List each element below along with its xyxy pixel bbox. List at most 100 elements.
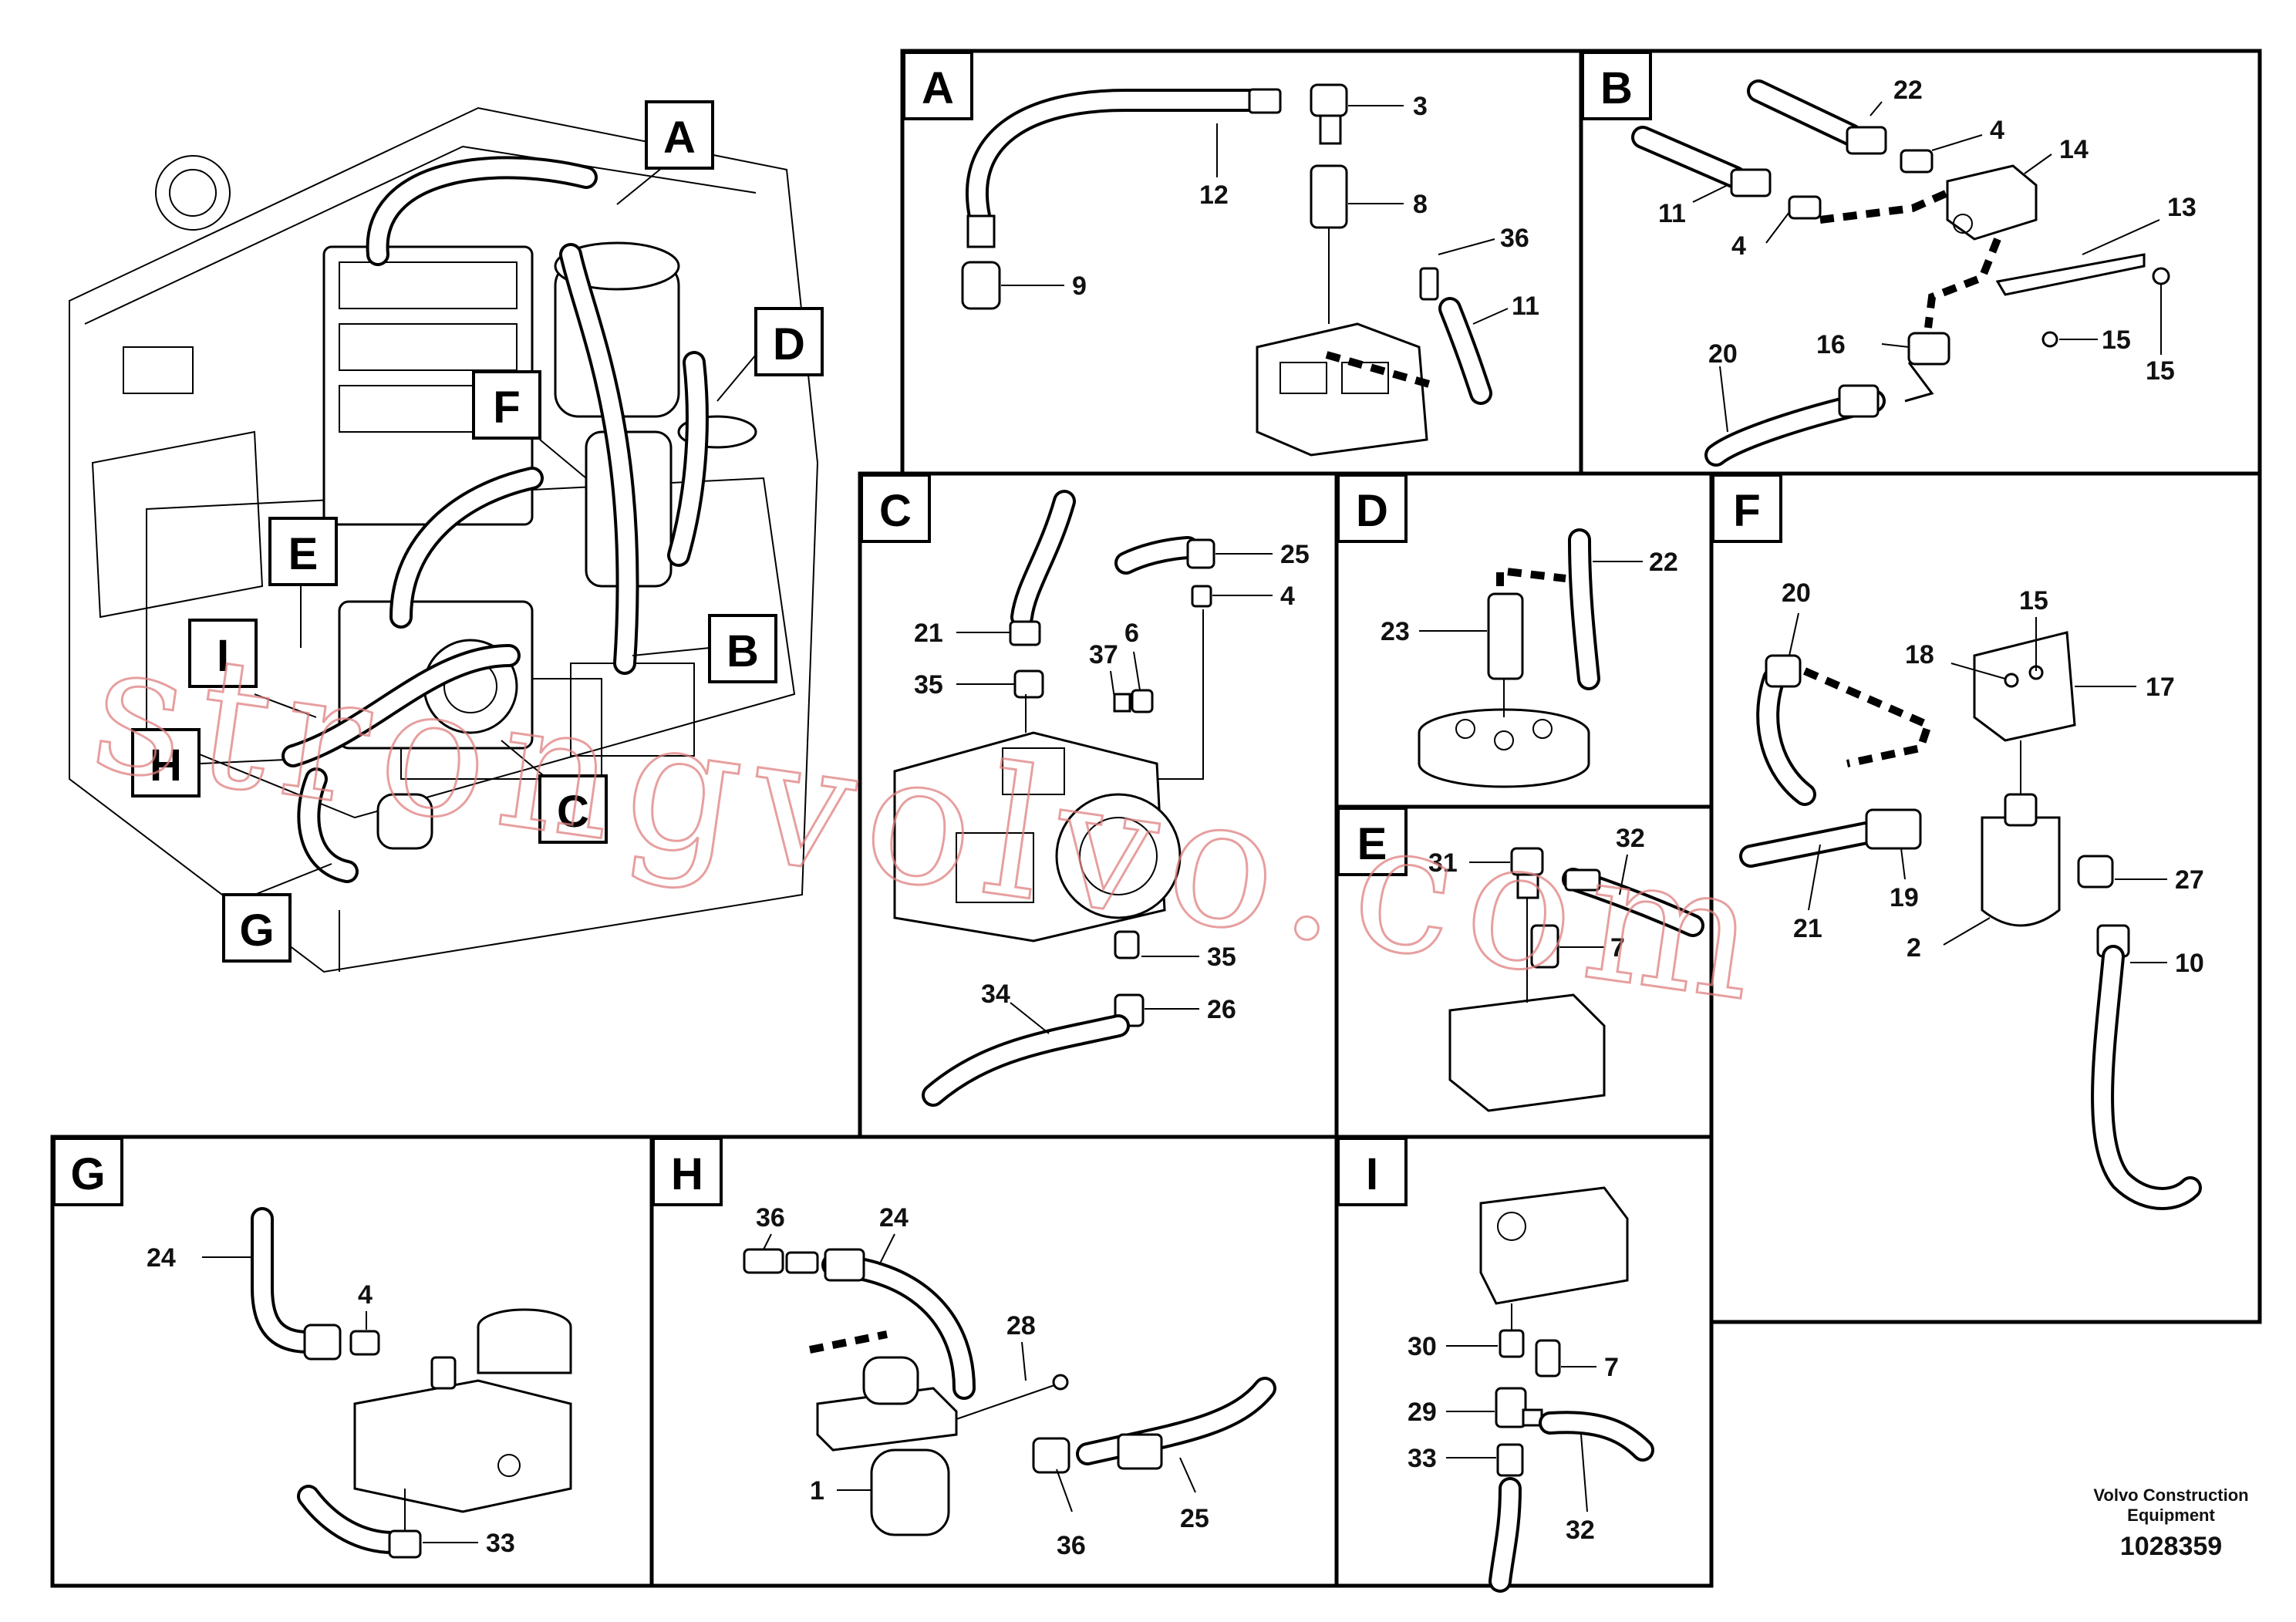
panel-d-drawing: 22 23 [1381, 528, 1678, 788]
panel-label-a: A [922, 63, 954, 113]
part-i-33: 33 [1408, 1444, 1437, 1473]
callout-box-i [188, 619, 258, 688]
part-f-10: 10 [2175, 949, 2204, 978]
panel-a-drawing: 3 8 36 11 12 9 [961, 83, 1539, 457]
part-c-34: 34 [981, 980, 1010, 1009]
part-e-32: 32 [1616, 824, 1645, 853]
part-g-4: 4 [358, 1280, 373, 1310]
part-b-4-top: 4 [1990, 116, 2004, 145]
part-a-3: 3 [1413, 92, 1428, 121]
panel-g-drawing: 24 4 33 [147, 1207, 572, 1559]
part-g-24: 24 [147, 1243, 176, 1273]
panel-label-d: D [1356, 486, 1388, 536]
part-f-18: 18 [1905, 640, 1934, 669]
part-f-19: 19 [1890, 883, 1919, 912]
callout-a: A [663, 113, 696, 163]
part-a-12: 12 [1199, 180, 1229, 210]
panel-b-drawing: 22 4 14 11 4 13 16 15 15 20 [1631, 76, 2197, 467]
part-b-15-b: 15 [2146, 356, 2175, 386]
callout-box-c [538, 774, 608, 844]
part-b-16: 16 [1816, 330, 1846, 359]
part-i-30: 30 [1408, 1332, 1437, 1361]
part-i-32: 32 [1566, 1516, 1595, 1545]
panel-h-frame [649, 1135, 1339, 1588]
part-h-28: 28 [1006, 1311, 1036, 1340]
part-h-1: 1 [810, 1476, 824, 1506]
part-h-24: 24 [879, 1203, 909, 1233]
part-f-15: 15 [2019, 586, 2048, 615]
part-c-25: 25 [1280, 540, 1310, 569]
part-h-36-top: 36 [756, 1203, 785, 1233]
panel-f-frame [1709, 471, 2262, 1324]
panel-label-c: C [879, 486, 912, 536]
panel-label-i: I [1366, 1149, 1378, 1199]
callout-d: D [773, 319, 805, 369]
callout-h: H [150, 740, 182, 791]
part-e-7: 7 [1610, 933, 1625, 963]
callout-box-b [708, 614, 777, 683]
panel-label-g: G [70, 1149, 105, 1199]
callout-box-g [222, 893, 292, 963]
panel-label-b: B [1600, 63, 1633, 113]
part-g-33: 33 [486, 1529, 515, 1558]
part-b-4-low: 4 [1731, 231, 1746, 261]
panel-a-frame [900, 49, 1583, 476]
panel-h-drawing: 36 24 28 1 36 25 [743, 1203, 1276, 1560]
part-f-27: 27 [2175, 865, 2204, 895]
part-i-29: 29 [1408, 1398, 1437, 1427]
part-b-14: 14 [2059, 135, 2089, 164]
part-f-20: 20 [1782, 578, 1811, 608]
company-line-1: Volvo Construction [2093, 1485, 2248, 1505]
part-b-11: 11 [1658, 199, 1686, 228]
part-b-13: 13 [2167, 193, 2197, 222]
part-c-6: 6 [1124, 619, 1139, 648]
part-c-21: 21 [914, 619, 943, 648]
panel-label-e: E [1357, 819, 1387, 869]
panel-b-frame [1579, 49, 2262, 476]
document-number: 1028359 [2120, 1532, 2222, 1561]
part-c-35-low: 35 [1207, 943, 1236, 972]
part-a-11: 11 [1512, 292, 1539, 321]
callout-g: G [239, 905, 274, 956]
callout-box-e [268, 517, 338, 586]
part-d-22: 22 [1649, 548, 1678, 577]
panel-label-h: H [671, 1149, 703, 1199]
part-h-25: 25 [1180, 1504, 1209, 1533]
callout-box-a [645, 100, 714, 170]
company-line-2: Equipment [2127, 1506, 2215, 1525]
panel-i-drawing: 30 7 29 33 32 [1408, 1186, 1654, 1593]
part-i-7: 7 [1604, 1353, 1619, 1382]
panel-i-frame [1334, 1135, 1714, 1588]
overview-machine [69, 106, 819, 973]
part-h-36-low: 36 [1057, 1531, 1086, 1560]
callout-box-d [754, 307, 824, 376]
part-b-20: 20 [1708, 339, 1738, 369]
part-f-21: 21 [1793, 914, 1822, 943]
part-b-15-a: 15 [2102, 325, 2131, 355]
part-f-2: 2 [1907, 933, 1921, 963]
callout-e: E [288, 529, 319, 579]
part-a-8: 8 [1413, 190, 1428, 219]
part-f-17: 17 [2146, 673, 2175, 702]
part-e-31: 31 [1428, 848, 1458, 878]
panel-c-drawing: 25 4 21 37 6 35 35 26 34 [893, 490, 1310, 1107]
part-a-9: 9 [1072, 271, 1087, 301]
part-c-26: 26 [1207, 995, 1236, 1024]
part-b-22: 22 [1893, 76, 1923, 105]
overview-callouts: A D F B E I H C G [131, 100, 824, 963]
panel-e-drawing: 31 32 7 [1428, 824, 1704, 1112]
part-c-4: 4 [1280, 582, 1295, 611]
panel-f-drawing: 20 15 18 17 27 19 21 2 10 [1739, 578, 2204, 1210]
part-d-23: 23 [1381, 617, 1410, 646]
callout-f: F [493, 383, 520, 433]
panel-frames [50, 49, 2262, 1588]
panel-label-f: F [1733, 486, 1760, 536]
callout-c: C [557, 787, 589, 837]
part-c-37: 37 [1089, 640, 1118, 669]
callout-i: I [217, 631, 229, 681]
callout-b: B [727, 626, 759, 676]
footer: Volvo Construction Equipment 1028359 [2093, 1485, 2248, 1561]
callout-box-h [131, 728, 201, 798]
part-a-36: 36 [1500, 224, 1529, 253]
